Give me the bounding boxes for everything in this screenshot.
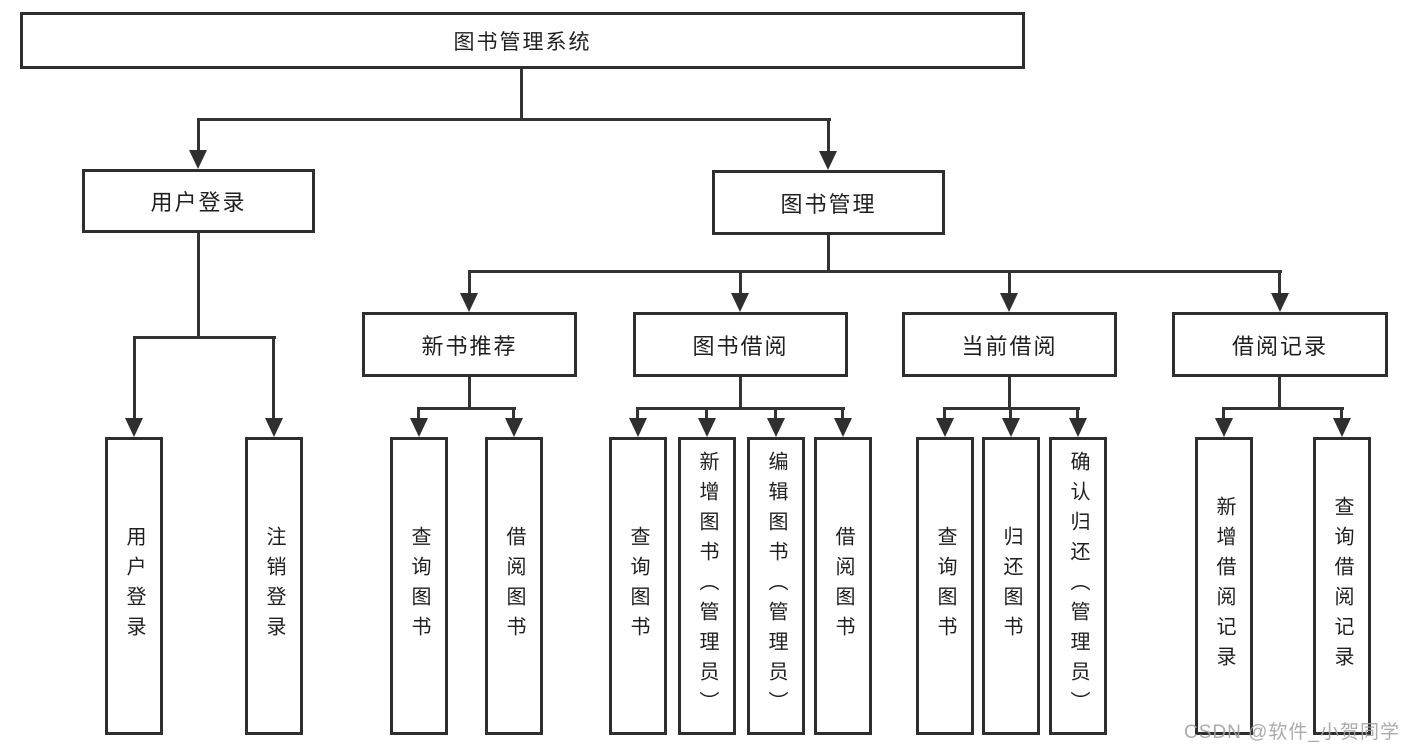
arrowhead bbox=[1215, 418, 1233, 437]
node-new-book-recommend: 新书推荐 bbox=[362, 312, 577, 377]
connector-drop bbox=[1009, 407, 1012, 421]
node-current-borrow: 当前借阅 bbox=[902, 312, 1117, 377]
connector-current-borrow-stub bbox=[1008, 377, 1011, 407]
node-borrow-record: 借阅记录 bbox=[1172, 312, 1388, 377]
connector-drop-current-borrow bbox=[1008, 270, 1011, 295]
arrowhead bbox=[1002, 418, 1020, 437]
node-label: 新书推荐 bbox=[421, 333, 518, 359]
arrowhead bbox=[731, 293, 749, 312]
leaf-label: 查询图书 bbox=[408, 526, 430, 646]
connector-borrow-record-stub bbox=[1278, 377, 1281, 407]
connector-new-book-stub bbox=[468, 377, 471, 407]
node-book-borrow: 图书借阅 bbox=[633, 312, 848, 377]
connector-drop-borrow-record bbox=[1278, 270, 1281, 295]
leaf-label: 用户登录 bbox=[123, 526, 145, 646]
leaf-label: 注销登录 bbox=[263, 526, 285, 646]
leaf-label: 新增借阅记录 bbox=[1213, 496, 1235, 676]
connector-book-borrow-stub bbox=[739, 377, 742, 407]
connector-book-management-branch bbox=[468, 270, 1282, 273]
node-label: 当前借阅 bbox=[961, 333, 1058, 359]
connector-borrow-record-branch bbox=[1222, 407, 1344, 410]
arrowhead bbox=[505, 418, 523, 437]
leaf-current-query-book: 查询图书 bbox=[916, 437, 974, 735]
connector-book-borrow-branch bbox=[636, 407, 845, 410]
arrowhead bbox=[629, 418, 647, 437]
leaf-current-return-book: 归还图书 bbox=[982, 437, 1040, 735]
connector-drop bbox=[841, 407, 844, 421]
connector-drop bbox=[705, 407, 708, 421]
leaf-label: 借阅图书 bbox=[832, 526, 854, 646]
arrowhead bbox=[1000, 293, 1018, 312]
connector-drop bbox=[1340, 407, 1343, 421]
arrowhead bbox=[125, 418, 143, 437]
connector-drop-new-book bbox=[468, 270, 471, 295]
arrowhead bbox=[936, 418, 954, 437]
node-book-management: 图书管理 bbox=[712, 170, 945, 235]
node-root: 图书管理系统 bbox=[20, 12, 1025, 69]
leaf-borrow-query-book: 查询图书 bbox=[609, 437, 667, 735]
arrowhead bbox=[189, 150, 207, 169]
connector-drop bbox=[943, 407, 946, 421]
leaf-label: 归还图书 bbox=[1000, 526, 1022, 646]
arrowhead bbox=[265, 418, 283, 437]
connector-user-login-branch bbox=[133, 336, 276, 339]
leaf-label: 查询图书 bbox=[627, 526, 649, 646]
node-label: 借阅记录 bbox=[1231, 333, 1328, 359]
connector-book-management-stub bbox=[827, 235, 830, 270]
arrowhead bbox=[819, 151, 837, 170]
leaf-new-query-book: 查询图书 bbox=[390, 437, 448, 735]
arrowhead bbox=[698, 418, 716, 437]
leaf-new-borrow-book: 借阅图书 bbox=[485, 437, 543, 735]
leaf-record-query-record: 查询借阅记录 bbox=[1313, 437, 1371, 735]
leaf-current-confirm-return-admin: 确认归还（管理员） bbox=[1049, 437, 1107, 735]
node-label: 图书借阅 bbox=[692, 333, 789, 359]
leaf-label: 查询图书 bbox=[934, 526, 956, 646]
connector-drop-book-management bbox=[827, 118, 830, 153]
leaf-label: 确认归还（管理员） bbox=[1067, 451, 1089, 721]
leaf-user-login: 用户登录 bbox=[105, 437, 163, 735]
connector-root-branch bbox=[197, 118, 831, 121]
connector-drop bbox=[774, 407, 777, 421]
leaf-label: 编辑图书（管理员） bbox=[765, 451, 787, 721]
arrowhead bbox=[460, 293, 478, 312]
leaf-borrow-borrow-book: 借阅图书 bbox=[814, 437, 872, 735]
leaf-label: 查询借阅记录 bbox=[1331, 496, 1353, 676]
leaf-borrow-edit-book-admin: 编辑图书（管理员） bbox=[747, 437, 805, 735]
arrowhead bbox=[410, 418, 428, 437]
connector-new-book-branch bbox=[417, 407, 516, 410]
connector-drop-user-login bbox=[197, 118, 200, 153]
connector-drop-leaf-user-login bbox=[133, 336, 136, 420]
node-label: 用户登录 bbox=[150, 190, 247, 215]
connector-user-login-stub bbox=[197, 233, 200, 336]
node-root-label: 图书管理系统 bbox=[453, 30, 592, 54]
arrowhead bbox=[1333, 418, 1351, 437]
arrowhead bbox=[767, 418, 785, 437]
connector-drop bbox=[1222, 407, 1225, 421]
arrowhead bbox=[1271, 293, 1289, 312]
leaf-record-add-record: 新增借阅记录 bbox=[1195, 437, 1253, 735]
connector-root-stub bbox=[520, 68, 523, 118]
leaf-label: 新增图书（管理员） bbox=[696, 451, 718, 721]
leaf-borrow-add-book-admin: 新增图书（管理员） bbox=[678, 437, 736, 735]
connector-drop bbox=[417, 407, 420, 421]
leaf-label: 借阅图书 bbox=[503, 526, 525, 646]
connector-drop bbox=[636, 407, 639, 421]
connector-drop bbox=[512, 407, 515, 421]
arrowhead bbox=[1069, 418, 1087, 437]
csdn-watermark: CSDN @软件_小贺同学 bbox=[1184, 722, 1400, 743]
leaf-logout: 注销登录 bbox=[245, 437, 303, 735]
connector-drop bbox=[1076, 407, 1079, 421]
node-label: 图书管理 bbox=[780, 191, 877, 217]
connector-drop-book-borrow bbox=[739, 270, 742, 295]
connector-drop-leaf-logout bbox=[272, 336, 275, 420]
node-user-login: 用户登录 bbox=[82, 169, 315, 233]
arrowhead bbox=[834, 418, 852, 437]
